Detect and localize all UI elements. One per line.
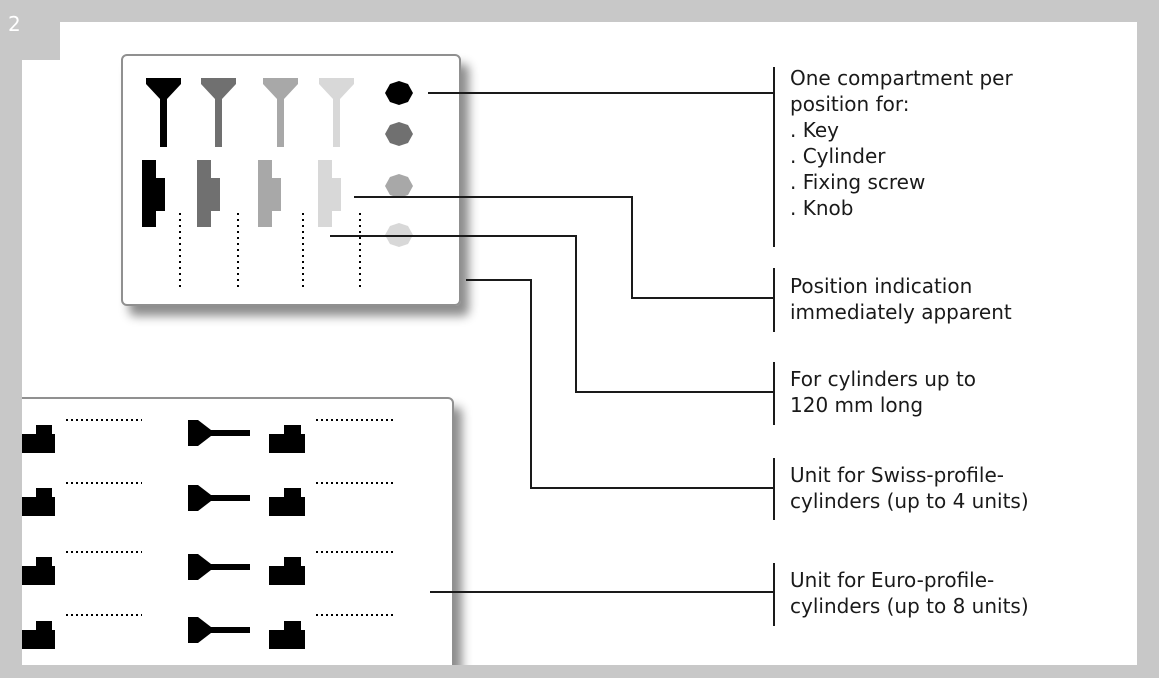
- label-line: position for:: [790, 92, 910, 116]
- label-swiss-unit: Unit for Swiss-profile- cylinders (up to…: [790, 462, 1029, 514]
- euro-key-icon: [188, 485, 250, 511]
- label-line: . Cylinder: [790, 144, 886, 168]
- cylinder-icon-light-gray: [318, 160, 341, 227]
- leader-line-swiss: [466, 279, 774, 489]
- label-line: Position indication: [790, 274, 973, 298]
- label-line: cylinders (up to 8 units): [790, 594, 1029, 618]
- cylinder-icon-black: [142, 160, 165, 227]
- euro-cylinder-icon: [22, 621, 55, 649]
- cylinder-icon-mid-gray: [258, 160, 281, 227]
- euro-cylinder-icon: [22, 557, 55, 585]
- label-line: cylinders (up to 4 units): [790, 489, 1029, 513]
- euro-cylinder-icon: [269, 488, 305, 516]
- euro-row-2: [22, 482, 394, 516]
- euro-cylinder-icon: [269, 557, 305, 585]
- euro-key-icon: [188, 554, 250, 580]
- key-icon-light-gray: [319, 78, 354, 147]
- key-icon-mid-gray: [263, 78, 298, 147]
- euro-cylinder-icon: [269, 621, 305, 649]
- fixing-screws: [179, 213, 361, 290]
- label-line: One compartment per: [790, 66, 1013, 90]
- knob-icon-black: [385, 81, 413, 105]
- euro-profile-unit: [22, 397, 454, 665]
- label-line: . Key: [790, 118, 839, 142]
- label-euro-unit: Unit for Euro-profile- cylinders (up to …: [790, 567, 1029, 619]
- figure-number: 2: [8, 12, 21, 36]
- label-line: Unit for Swiss-profile-: [790, 463, 1004, 487]
- euro-cylinder-icon: [22, 488, 55, 516]
- knob-icon-mid-gray: [385, 174, 413, 198]
- euro-unit-panel: [22, 397, 454, 665]
- euro-row-4: [22, 614, 394, 649]
- euro-key-icon: [188, 420, 250, 446]
- cylinder-icon-dark-gray: [197, 160, 220, 227]
- figure-number-tab: 2: [0, 0, 60, 60]
- label-line: immediately apparent: [790, 300, 1012, 324]
- label-line: . Fixing screw: [790, 170, 926, 194]
- leader-lines: [330, 92, 774, 593]
- euro-key-icon: [188, 617, 250, 643]
- label-line: 120 mm long: [790, 393, 924, 417]
- swiss-profile-unit: [121, 54, 461, 306]
- key-icon-black: [146, 78, 181, 147]
- label-line: For cylinders up to: [790, 367, 977, 391]
- euro-cylinder-icon: [269, 425, 305, 453]
- leader-line-length: [330, 235, 774, 393]
- label-position-indication: Position indication immediately apparent: [790, 273, 1012, 325]
- euro-cylinder-icon: [22, 425, 55, 453]
- label-cylinder-length: For cylinders up to 120 mm long: [790, 366, 976, 418]
- label-compartment: One compartment per position for: . Key …: [790, 65, 1013, 221]
- key-icon-dark-gray: [201, 78, 236, 147]
- leader-line-position: [354, 196, 774, 299]
- knob-icon-dark-gray: [385, 122, 413, 146]
- label-line: Unit for Euro-profile-: [790, 568, 995, 592]
- euro-row-1: [22, 419, 394, 453]
- label-line: . Knob: [790, 196, 854, 220]
- swiss-unit-panel: [121, 54, 461, 306]
- euro-row-3: [22, 551, 394, 585]
